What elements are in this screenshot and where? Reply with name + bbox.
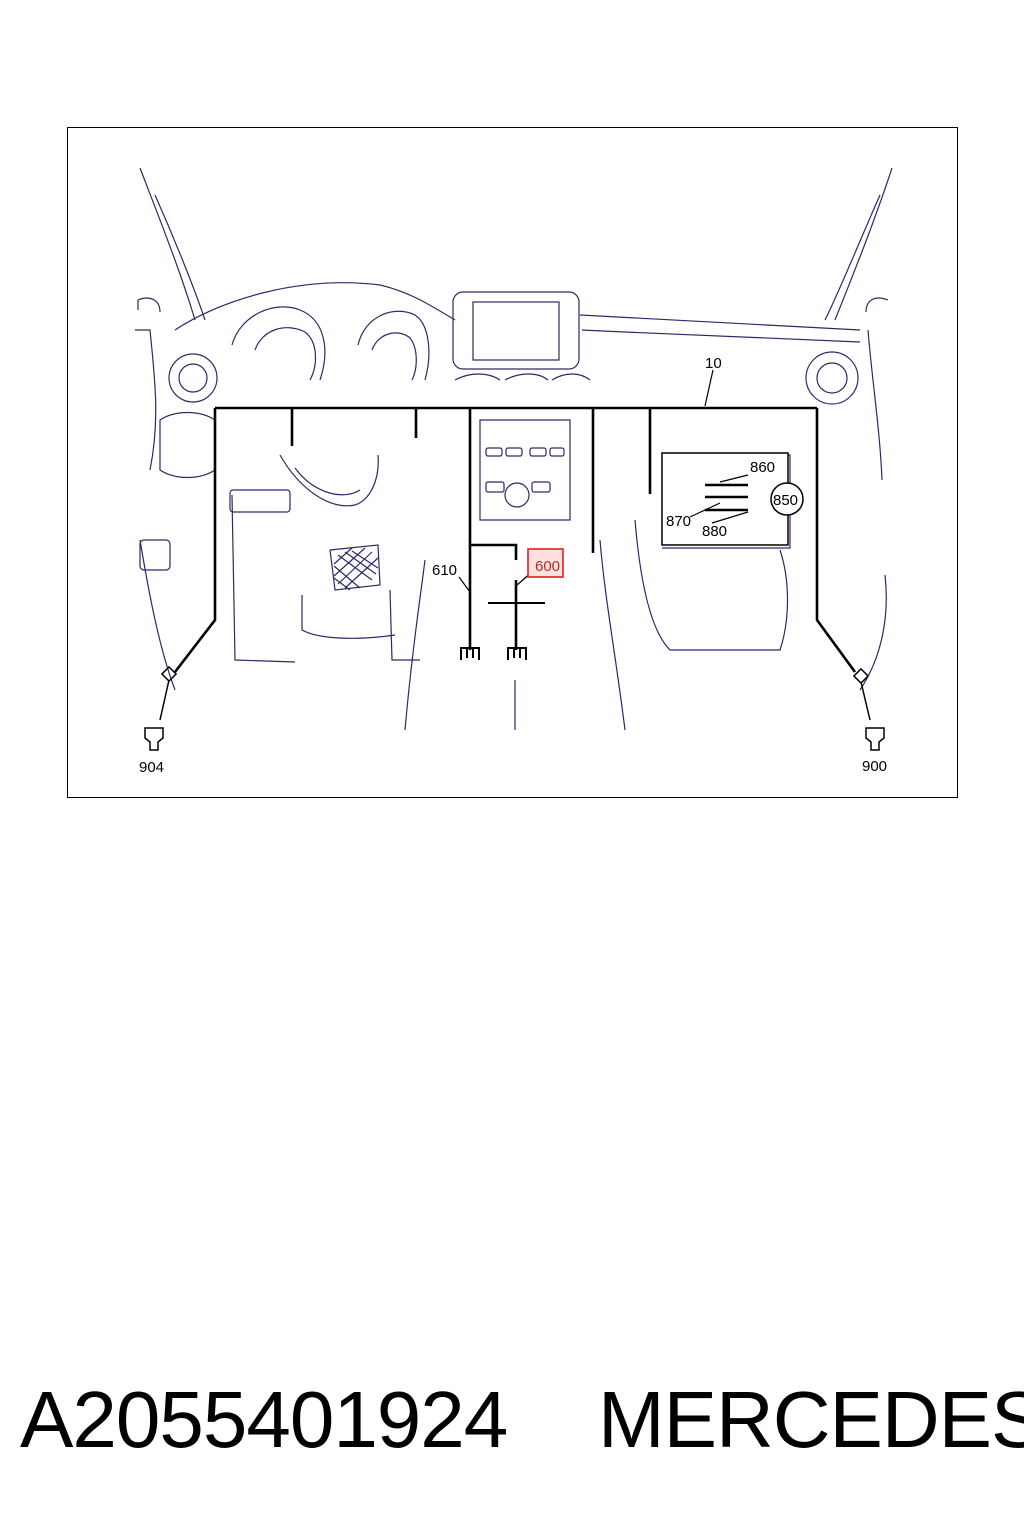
callout-880: 880 xyxy=(702,523,727,540)
connectors xyxy=(144,647,885,751)
callout-850-circle xyxy=(770,482,804,516)
connector-right-inline xyxy=(852,667,870,685)
connector-600 xyxy=(507,647,527,660)
connector-left-inline xyxy=(160,665,178,683)
highlight-box-600 xyxy=(527,548,564,578)
part-number: A2055401924 xyxy=(20,1375,508,1464)
callout-900: 900 xyxy=(862,758,887,775)
harness-right-drop xyxy=(815,408,857,673)
harness-left-drop xyxy=(173,408,217,673)
callout-610: 610 xyxy=(432,562,457,579)
connector-900 xyxy=(865,727,885,751)
callout-850: 850 xyxy=(773,492,798,509)
callout-10: 10 xyxy=(705,355,722,372)
brand-name: MERCEDES xyxy=(598,1375,1024,1464)
connector-610 xyxy=(460,647,480,660)
callout-904: 904 xyxy=(139,759,164,776)
dashboard-outline xyxy=(135,167,893,731)
callout-labels: 10 600 610 850 860 870 880 900 904 xyxy=(139,355,887,776)
detail-inset xyxy=(661,452,804,546)
harness xyxy=(173,406,857,673)
callout-870: 870 xyxy=(666,513,691,530)
callout-860: 860 xyxy=(750,459,775,476)
harness-branch-center xyxy=(468,408,518,560)
connector-904 xyxy=(144,727,164,751)
callout-600: 600 xyxy=(535,558,560,575)
caption: A2055401924 MERCEDES xyxy=(0,1372,1024,1472)
